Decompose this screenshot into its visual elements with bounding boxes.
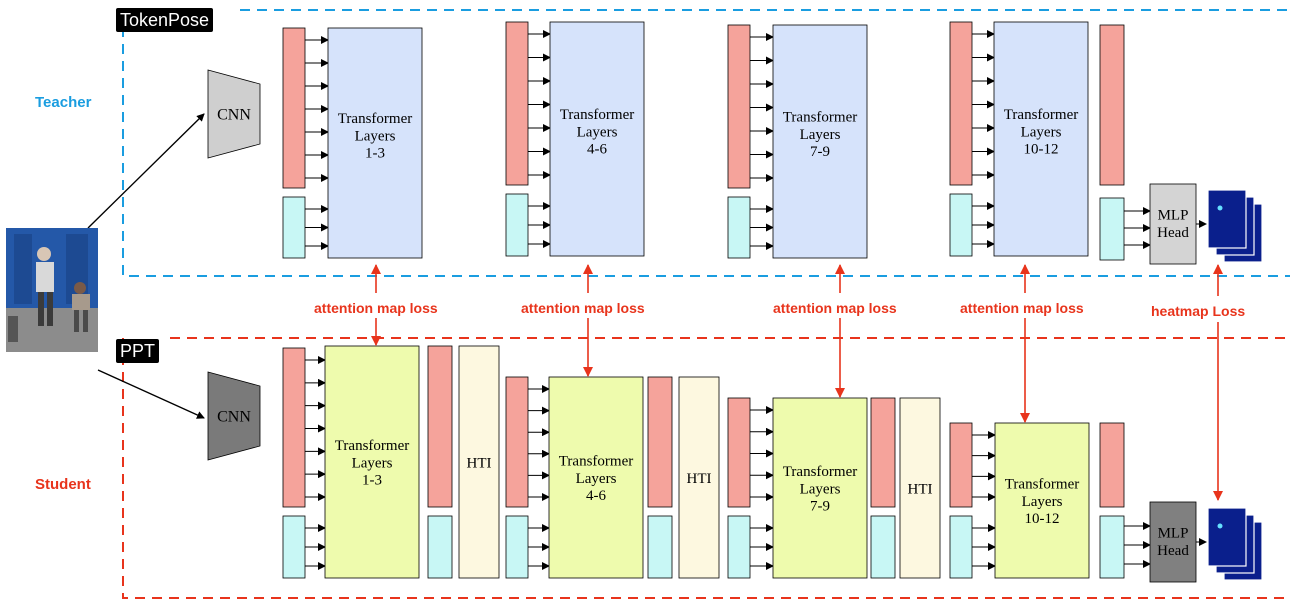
teacher-frame-border (122, 9, 1290, 277)
heatmap-loss-label: heatmap Loss (1151, 303, 1246, 319)
teacher-frame (122, 9, 1290, 277)
student-stage-1-visual-tokens (282, 347, 306, 508)
loss-arrows (371, 264, 1223, 501)
student-hti-block-1 (458, 345, 500, 579)
student-stage-4-visual-tokens (949, 422, 973, 508)
input-to-teacher-arrow (87, 113, 205, 229)
teacher-heatmap-peak (1217, 205, 1223, 211)
teacher-output-visual-tokens (1099, 24, 1125, 186)
input-arrows (87, 113, 205, 419)
teacher-cnn-label: CNN (217, 107, 251, 124)
student-output-keypoint-tokens (1099, 515, 1125, 579)
student-hti-label-1: HTI (467, 455, 492, 471)
student-output-visual-tokens (1099, 422, 1125, 508)
teacher-mlp-head (1149, 183, 1197, 265)
student-hti-1-visual-tokens (427, 345, 453, 508)
student-hti-block-3 (899, 397, 941, 579)
input-photo-illustration (6, 228, 98, 352)
teacher-transformer-layers-1 (327, 27, 423, 259)
student-stage-2-visual-tokens (505, 376, 529, 508)
teacher-stage-1-keypoint-tokens (282, 196, 306, 259)
attention-map-loss-label-2: attention map loss (521, 300, 645, 316)
student-hti-2-visual-tokens (647, 376, 673, 508)
attention-map-loss-label-1: attention map loss (314, 300, 438, 316)
student-transformer-layers-1 (324, 345, 420, 579)
student-hti-label-2: HTI (687, 471, 712, 487)
teacher-label: Teacher (35, 94, 92, 111)
student-mlp-head (1149, 501, 1197, 583)
student-heatmap-peak (1217, 523, 1223, 529)
student-hti-1-keypoint-tokens (427, 515, 453, 579)
student-model-tag: PPT (116, 339, 160, 363)
teacher-stage-3-visual-tokens (727, 24, 751, 189)
teacher-stage-2-visual-tokens (505, 21, 529, 186)
teacher-transformer-layers-4 (993, 21, 1089, 257)
student-stage-2-keypoint-tokens (505, 515, 529, 579)
teacher-stage-2-keypoint-tokens (505, 193, 529, 257)
attention-map-loss-label-4: attention map loss (960, 300, 1084, 316)
student-transformer-layers-4 (994, 422, 1090, 579)
teacher-stage-4-keypoint-tokens (949, 193, 973, 257)
teacher-transformer-layers-2 (549, 21, 645, 257)
teacher-stage-4-visual-tokens (949, 21, 973, 186)
student-stage-1-keypoint-tokens (282, 515, 306, 579)
student-stage-3-visual-tokens (727, 397, 751, 508)
input-to-student-arrow (97, 369, 205, 419)
teacher-heatmap-1 (1207, 189, 1247, 249)
student-transformer-layers-2 (548, 376, 644, 579)
teacher-transformer-layers-3 (772, 24, 868, 259)
student-hti-3-keypoint-tokens (870, 515, 896, 579)
student-hti-label-3: HTI (908, 481, 933, 497)
teacher-output-keypoint-tokens (1099, 197, 1125, 261)
student-hti-block-2 (678, 376, 720, 579)
student-frame-border (122, 337, 1290, 599)
teacher-stage-3-keypoint-tokens (727, 196, 751, 259)
student-cnn-label: CNN (217, 409, 251, 426)
student-label: Student (35, 476, 91, 493)
student-frame (122, 337, 1290, 599)
student-hti-3-visual-tokens (870, 397, 896, 508)
student-stage-3-keypoint-tokens (727, 515, 751, 579)
teacher-cnn-block (207, 69, 261, 159)
student-cnn-block (207, 371, 261, 461)
teacher-stage-1-visual-tokens (282, 27, 306, 189)
student-transformer-layers-3 (772, 397, 868, 579)
student-stage-4-keypoint-tokens (949, 515, 973, 579)
student-heatmap-1 (1207, 507, 1247, 567)
attention-map-loss-label-3: attention map loss (773, 300, 897, 316)
teacher-model-tag: TokenPose (116, 8, 214, 32)
input-image (6, 228, 98, 352)
student-hti-2-keypoint-tokens (647, 515, 673, 579)
